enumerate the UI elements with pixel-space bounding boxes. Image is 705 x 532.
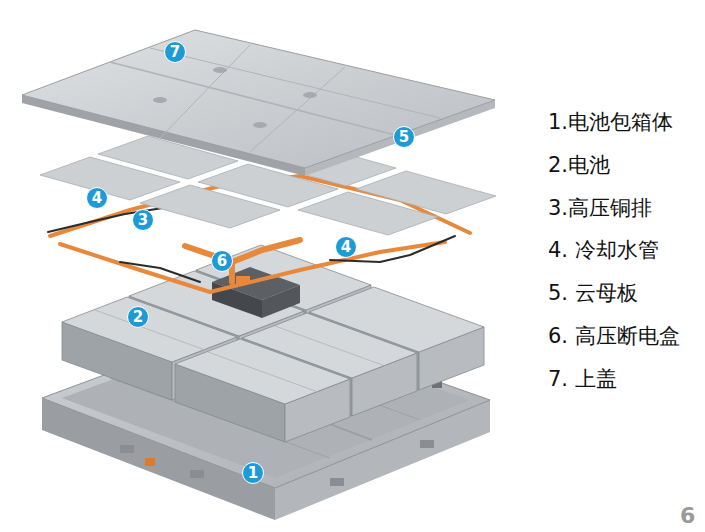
callout-number: 6 (211, 250, 233, 272)
part-name: 5. 云母板 (548, 281, 638, 306)
callout-text: 5 (399, 130, 409, 145)
callout-text: 3 (138, 213, 148, 228)
part-name: 2.电池 (548, 153, 610, 178)
callout-number: 7 (164, 41, 186, 63)
callout-text: 1 (248, 466, 258, 481)
callout-number: 3 (132, 209, 154, 231)
callout-number: 2 (127, 306, 149, 328)
callout-number: 4 (335, 236, 357, 258)
watermark: 6 (680, 503, 695, 529)
callout-text: 4 (92, 191, 102, 206)
part-name: 4. 冷却水管 (548, 238, 659, 263)
part-name: 6. 高压断电盒 (548, 324, 680, 349)
callout-text: 4 (341, 240, 351, 255)
callout-text: 6 (217, 254, 227, 269)
top-cover (22, 30, 495, 176)
callout-text: 7 (170, 45, 180, 60)
callout-number: 1 (242, 462, 264, 484)
callout-text: 2 (133, 310, 143, 325)
callout-number: 5 (393, 126, 415, 148)
part-name: 7. 上盖 (548, 367, 617, 392)
part-name: 1.电池包箱体 (548, 110, 673, 135)
part-name: 3.高压铜排 (548, 196, 652, 221)
callout-number: 4 (86, 187, 108, 209)
